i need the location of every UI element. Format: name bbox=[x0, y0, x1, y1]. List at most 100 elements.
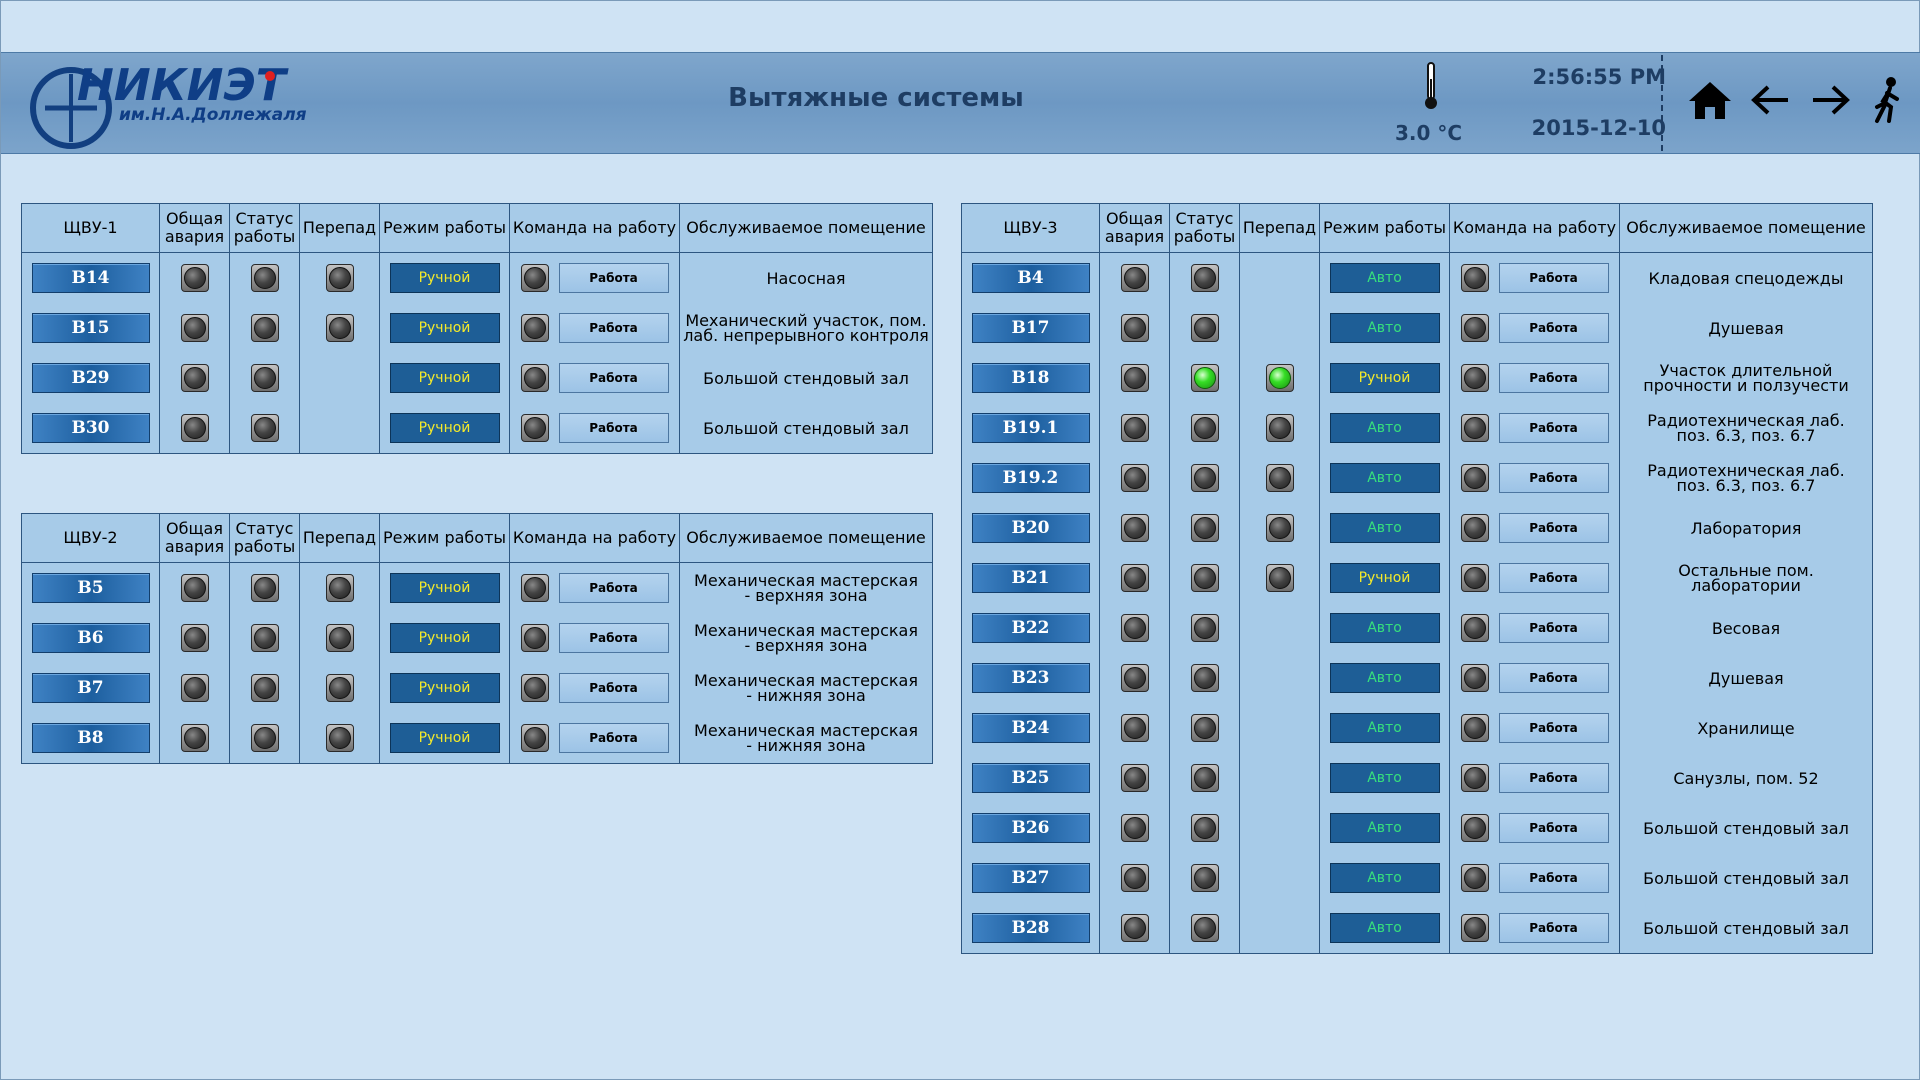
row-cell-diff bbox=[1240, 553, 1319, 603]
unit-button[interactable]: В22 bbox=[971, 613, 1090, 643]
home-icon[interactable] bbox=[1685, 75, 1735, 125]
mode-button[interactable]: Авто bbox=[1329, 413, 1440, 443]
mode-button[interactable]: Ручной bbox=[1329, 363, 1440, 393]
mode-button[interactable]: Ручной bbox=[389, 413, 500, 443]
work-command-button[interactable]: Работа bbox=[558, 263, 669, 293]
row-cell-command: Работа bbox=[1450, 253, 1619, 303]
work-command-button[interactable]: Работа bbox=[1498, 263, 1609, 293]
mode-button[interactable]: Авто bbox=[1329, 863, 1440, 893]
row-cell-command: Работа bbox=[510, 353, 679, 403]
mode-button[interactable]: Авто bbox=[1329, 663, 1440, 693]
forward-arrow-icon[interactable] bbox=[1805, 75, 1855, 125]
unit-button[interactable]: В24 bbox=[971, 713, 1090, 743]
unit-button[interactable]: В19.1 bbox=[971, 413, 1090, 443]
room-label-line: Радиотехническая лаб. bbox=[1647, 461, 1845, 480]
mode-button[interactable]: Авто bbox=[1329, 713, 1440, 743]
mode-button[interactable]: Ручной bbox=[389, 363, 500, 393]
column-header-title: ЩВУ-3 bbox=[962, 204, 1100, 252]
work-command-button[interactable]: Работа bbox=[1498, 613, 1609, 643]
work-command-button[interactable]: Работа bbox=[1498, 813, 1609, 843]
work-command-button[interactable]: Работа bbox=[1498, 713, 1609, 743]
unit-button[interactable]: В26 bbox=[971, 813, 1090, 843]
unit-button[interactable]: В20 bbox=[971, 513, 1090, 543]
unit-button[interactable]: В19.2 bbox=[971, 463, 1090, 493]
unit-button[interactable]: В30 bbox=[31, 413, 150, 443]
work-command-button[interactable]: Работа bbox=[558, 413, 669, 443]
work-command-button[interactable]: Работа bbox=[1498, 913, 1609, 943]
row-cell-room: Механическая мастерская- нижняя зона bbox=[680, 663, 932, 713]
unit-button[interactable]: В17 bbox=[971, 313, 1090, 343]
work-command-button[interactable]: Работа bbox=[1498, 463, 1609, 493]
unit-button[interactable]: В25 bbox=[971, 763, 1090, 793]
pressure-diff-indicator bbox=[325, 624, 354, 652]
unit-button[interactable]: В27 bbox=[971, 863, 1090, 893]
mode-button[interactable]: Ручной bbox=[1329, 563, 1440, 593]
work-command-button[interactable]: Работа bbox=[1498, 363, 1609, 393]
work-command-button[interactable]: Работа bbox=[1498, 413, 1609, 443]
unit-button[interactable]: В15 bbox=[31, 313, 150, 343]
row-cell-alarm bbox=[1100, 453, 1169, 503]
mode-button[interactable]: Авто bbox=[1329, 463, 1440, 493]
work-command-button[interactable]: Работа bbox=[1498, 863, 1609, 893]
mode-button[interactable]: Авто bbox=[1329, 263, 1440, 293]
row-cell-diff bbox=[1240, 853, 1319, 903]
unit-button[interactable]: В6 bbox=[31, 623, 150, 653]
command-group: Работа bbox=[1460, 263, 1609, 293]
mode-button[interactable]: Авто bbox=[1329, 913, 1440, 943]
unit-button[interactable]: В14 bbox=[31, 263, 150, 293]
alarm-indicator-light bbox=[183, 267, 206, 289]
unit-button[interactable]: В5 bbox=[31, 573, 150, 603]
mode-button[interactable]: Авто bbox=[1329, 613, 1440, 643]
mode-button[interactable]: Авто bbox=[1329, 313, 1440, 343]
command-indicator bbox=[520, 674, 549, 702]
mode-button[interactable]: Ручной bbox=[389, 263, 500, 293]
mode-button[interactable]: Ручной bbox=[389, 573, 500, 603]
status-indicator bbox=[1190, 714, 1219, 742]
mode-button[interactable]: Ручной bbox=[389, 673, 500, 703]
mode-button[interactable]: Ручной bbox=[389, 313, 500, 343]
row-cell-alarm bbox=[1100, 903, 1169, 953]
command-indicator bbox=[520, 414, 549, 442]
row-cell-diff bbox=[1240, 253, 1319, 303]
work-command-button[interactable]: Работа bbox=[1498, 563, 1609, 593]
row-cell-mode: Авто bbox=[1320, 503, 1449, 553]
back-arrow-icon[interactable] bbox=[1746, 75, 1796, 125]
thermometer-icon bbox=[1425, 62, 1437, 109]
command-indicator-light bbox=[1463, 567, 1486, 589]
command-indicator-light bbox=[1463, 717, 1486, 739]
row-cell-diff bbox=[1240, 653, 1319, 703]
unit-button[interactable]: В18 bbox=[971, 363, 1090, 393]
row-cell-room: Механическая мастерская- нижняя зона bbox=[680, 713, 932, 763]
column-header-alarm: Общая авария bbox=[160, 204, 230, 252]
mode-button[interactable]: Ручной bbox=[389, 723, 500, 753]
row-cell-mode: Авто bbox=[1320, 603, 1449, 653]
work-command-button[interactable]: Работа bbox=[558, 623, 669, 653]
unit-button[interactable]: В28 bbox=[971, 913, 1090, 943]
status-indicator bbox=[1190, 914, 1219, 942]
logout-person-icon[interactable] bbox=[1863, 75, 1913, 125]
mode-button[interactable]: Авто bbox=[1329, 513, 1440, 543]
command-indicator bbox=[1460, 364, 1489, 392]
unit-button[interactable]: В29 bbox=[31, 363, 150, 393]
unit-button[interactable]: В7 bbox=[31, 673, 150, 703]
mode-button[interactable]: Авто bbox=[1329, 763, 1440, 793]
unit-button[interactable]: В23 bbox=[971, 663, 1090, 693]
work-command-button[interactable]: Работа bbox=[558, 313, 669, 343]
work-command-button[interactable]: Работа bbox=[558, 573, 669, 603]
work-command-button[interactable]: Работа bbox=[558, 673, 669, 703]
work-command-button[interactable]: Работа bbox=[1498, 763, 1609, 793]
work-command-button[interactable]: Работа bbox=[558, 723, 669, 753]
unit-button[interactable]: В8 bbox=[31, 723, 150, 753]
unit-button[interactable]: В4 bbox=[971, 263, 1090, 293]
pressure-diff-indicator-light bbox=[328, 677, 351, 699]
unit-button[interactable]: В21 bbox=[971, 563, 1090, 593]
mode-button[interactable]: Ручной bbox=[389, 623, 500, 653]
mode-button[interactable]: Авто bbox=[1329, 813, 1440, 843]
work-command-button[interactable]: Работа bbox=[558, 363, 669, 393]
work-command-button[interactable]: Работа bbox=[1498, 313, 1609, 343]
work-command-button[interactable]: Работа bbox=[1498, 663, 1609, 693]
work-command-button[interactable]: Работа bbox=[1498, 513, 1609, 543]
room-label-line: Большой стендовый зал bbox=[1643, 918, 1849, 938]
